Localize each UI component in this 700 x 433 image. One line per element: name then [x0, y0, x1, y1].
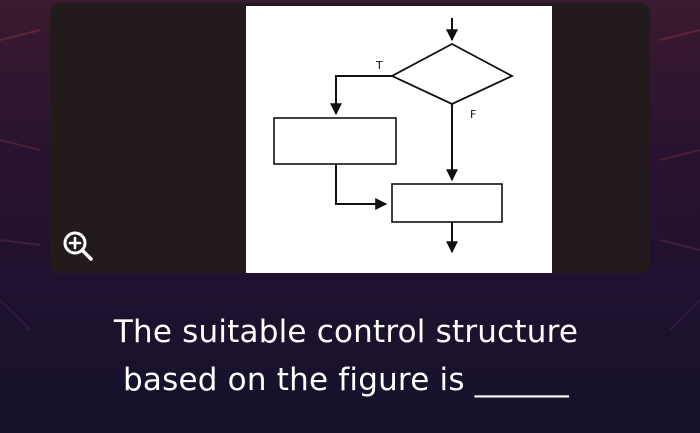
question-line-1: The suitable control structure: [113, 314, 579, 350]
true-label: T: [375, 59, 383, 72]
question-text: The suitable control structure based on …: [36, 308, 656, 404]
merge-connector: [335, 164, 388, 210]
true-branch-line: [330, 75, 392, 116]
question-image-card: T F: [50, 3, 650, 273]
question-line-2: based on the figure is ______: [123, 362, 569, 398]
zoom-in-icon[interactable]: [60, 228, 96, 264]
false-label: F: [470, 108, 476, 121]
true-process-box: [273, 117, 397, 165]
flowchart-figure[interactable]: T F: [246, 6, 552, 273]
flowchart-diagram: T F: [273, 18, 515, 254]
decision-diamond: [389, 42, 515, 105]
merge-process-box: [391, 183, 503, 223]
